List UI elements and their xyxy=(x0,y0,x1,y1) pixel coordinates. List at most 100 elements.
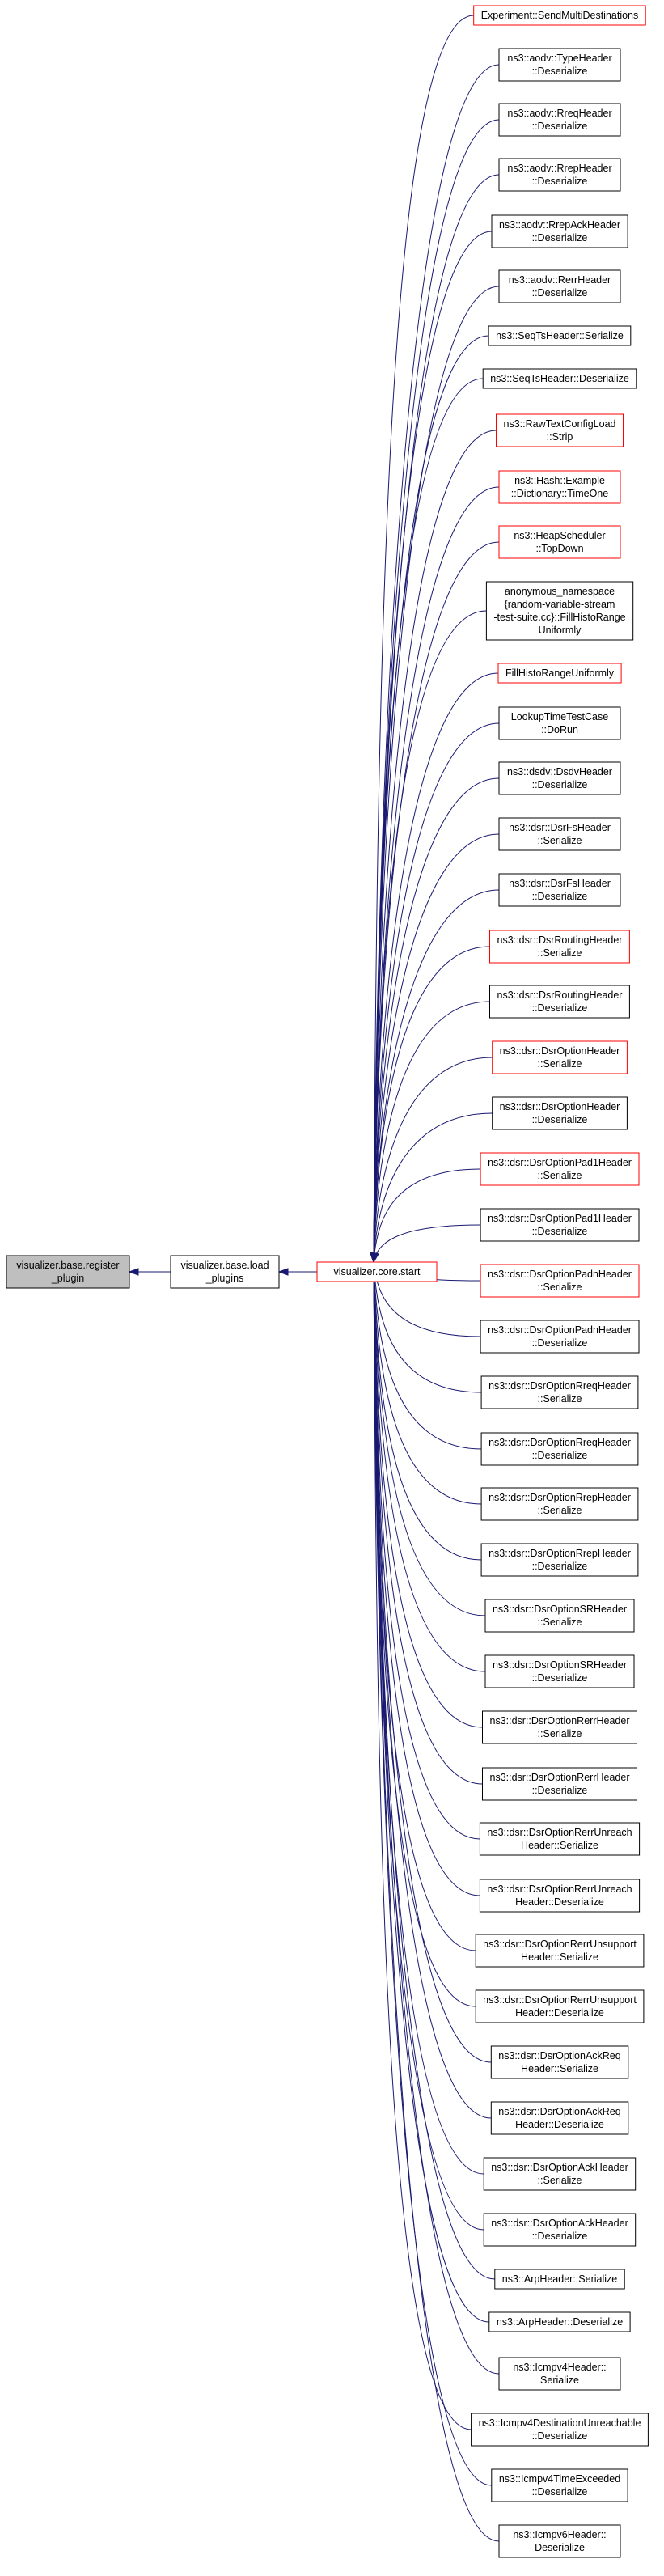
node-box xyxy=(488,325,632,346)
node-visualizer-base-register-plugin[interactable]: visualizer.base.register_plugin xyxy=(6,1255,130,1289)
node-ns3-hash-example-dictionary-timeone[interactable]: ns3::Hash::Example::Dictionary::TimeOne xyxy=(498,470,621,504)
node-ns3-dsr-dsroptionpad1header-serialize[interactable]: ns3::dsr::DsrOptionPad1Header::Serialize xyxy=(480,1152,640,1186)
node-label: ns3::dsr::DsrOptionRrepHeader xyxy=(488,1548,631,1559)
node-box xyxy=(498,158,621,192)
node-ns3-dsr-dsrfsheader-serialize[interactable]: ns3::dsr::DsrFsHeader::Serialize xyxy=(498,817,621,851)
node-box xyxy=(492,1040,628,1074)
node-ns3-dsr-dsroptionpadnheader-deserialize[interactable]: ns3::dsr::DsrOptionPadnHeader::Deseriali… xyxy=(480,1320,640,1354)
node-ns3-dsr-dsroptionackreq-header-serialize[interactable]: ns3::dsr::DsrOptionAckReqHeader::Seriali… xyxy=(490,2045,629,2079)
node-label: ::Deserialize xyxy=(532,2430,588,2442)
node-box xyxy=(498,761,621,795)
node-ns3-arpheader-serialize[interactable]: ns3::ArpHeader::Serialize xyxy=(494,2269,625,2290)
node-box xyxy=(489,930,630,964)
node-ns3-dsr-dsroptionrreqheader-deserialize[interactable]: ns3::dsr::DsrOptionRreqHeader::Deseriali… xyxy=(480,1432,639,1466)
node-label: ns3::dsr::DsrOptionAckReq xyxy=(498,2106,620,2117)
node-ns3-dsr-dsroptionrerrheader-deserialize[interactable]: ns3::dsr::DsrOptionRerrHeader::Deseriali… xyxy=(482,1767,637,1801)
node-visualizer-base-load-plugins[interactable]: visualizer.base.load_plugins xyxy=(170,1255,280,1289)
node-ns3-dsr-dsrroutingheader-serialize[interactable]: ns3::dsr::DsrRoutingHeader::Serialize xyxy=(489,930,630,964)
edge-caller-25-to-start xyxy=(373,1261,482,1393)
node-label: ns3::dsr::DsrOptionRerrHeader xyxy=(490,1715,630,1727)
node-box xyxy=(498,48,621,82)
node-ns3-dsr-dsrroutingheader-deserialize[interactable]: ns3::dsr::DsrRoutingHeader::Deserialize xyxy=(489,985,630,1019)
node-box xyxy=(497,663,622,684)
node-ns3-dsr-dsroptionpad1header-deserialize[interactable]: ns3::dsr::DsrOptionPad1Header::Deseriali… xyxy=(480,1208,640,1242)
node-ns3-dsr-dsroptionsrheader-deserialize[interactable]: ns3::dsr::DsrOptionSRHeader::Deserialize xyxy=(484,1654,635,1688)
node-anonymous-namespace-random-variable-stream-test-[interactable]: anonymous_namespace{random-variable-stre… xyxy=(485,581,634,641)
node-label: ::Deserialize xyxy=(532,891,588,902)
node-label: ns3::dsr::DsrOptionRerrUnsupport xyxy=(483,1938,637,1950)
edge-caller-2-to-start xyxy=(373,119,500,1263)
node-ns3-aodv-rreqheader-deserialize[interactable]: ns3::aodv::RreqHeader::Deserialize xyxy=(498,103,621,137)
node-box xyxy=(492,1096,628,1130)
node-ns3-dsr-dsroptionrrepheader-deserialize[interactable]: ns3::dsr::DsrOptionRrepHeader::Deseriali… xyxy=(480,1543,639,1577)
node-ns3-aodv-rerrheader-deserialize[interactable]: ns3::aodv::RerrHeader::Deserialize xyxy=(498,269,621,303)
node-experiment-sendmultidestinations[interactable]: Experiment::SendMultiDestinations xyxy=(473,5,646,26)
node-label: ns3::dsr::DsrOptionRrepHeader xyxy=(488,1492,631,1503)
edge-caller-12-to-start xyxy=(373,672,499,1263)
node-ns3-dsr-dsroptionackheader-serialize[interactable]: ns3::dsr::DsrOptionAckHeader::Serialize xyxy=(483,2157,637,2191)
node-ns3-dsdv-dsdvheader-deserialize[interactable]: ns3::dsdv::DsdvHeader::Deserialize xyxy=(498,761,621,795)
node-label: ns3::dsr::DsrFsHeader xyxy=(509,878,611,889)
node-visualizer-core-start[interactable]: visualizer.core.start xyxy=(316,1261,438,1282)
node-label: ns3::dsr::DsrOptionPadnHeader xyxy=(488,1324,632,1336)
node-ns3-seqtsheader-serialize[interactable]: ns3::SeqTsHeader::Serialize xyxy=(488,325,632,346)
node-box xyxy=(473,5,646,26)
node-box xyxy=(484,1599,635,1633)
node-ns3-dsr-dsroptionrerrunreach-header-deserialize[interactable]: ns3::dsr::DsrOptionRerrUnreachHeader::De… xyxy=(479,1879,641,1913)
node-box xyxy=(479,1879,641,1913)
node-ns3-dsr-dsroptionheader-deserialize[interactable]: ns3::dsr::DsrOptionHeader::Deserialize xyxy=(492,1096,628,1130)
edge-caller-15-to-start xyxy=(373,833,500,1263)
node-ns3-dsr-dsroptionpadnheader-serialize[interactable]: ns3::dsr::DsrOptionPadnHeader::Serialize xyxy=(480,1264,640,1298)
node-label: ::Deserialize xyxy=(532,2486,588,2498)
node-label: ::Serialize xyxy=(538,1505,582,1516)
edge-caller-29-to-start xyxy=(373,1261,486,1616)
node-lookuptimetestcase-dorun[interactable]: LookupTimeTestCase::DoRun xyxy=(498,706,621,740)
node-ns3-dsr-dsroptionrreqheader-serialize[interactable]: ns3::dsr::DsrOptionRreqHeader::Serialize xyxy=(480,1375,639,1409)
node-ns3-dsr-dsrfsheader-deserialize[interactable]: ns3::dsr::DsrFsHeader::Deserialize xyxy=(498,873,621,907)
node-ns3-aodv-typeheader-deserialize[interactable]: ns3::aodv::TypeHeader::Deserialize xyxy=(498,48,621,82)
node-label: ns3::Icmpv4Header:: xyxy=(513,2362,606,2373)
node-fillhistorangeuniformly[interactable]: FillHistoRangeUniformly xyxy=(497,663,622,684)
node-box xyxy=(485,581,634,641)
node-box xyxy=(498,103,621,137)
node-ns3-dsr-dsroptionheader-serialize[interactable]: ns3::dsr::DsrOptionHeader::Serialize xyxy=(492,1040,628,1074)
node-ns3-dsr-dsroptionackheader-deserialize[interactable]: ns3::dsr::DsrOptionAckHeader::Deserializ… xyxy=(483,2213,637,2247)
node-label: ns3::dsr::DsrOptionHeader xyxy=(500,1045,620,1057)
node-box xyxy=(491,2468,628,2502)
node-label: anonymous_namespace xyxy=(505,586,615,597)
node-box xyxy=(498,873,621,907)
node-label: ::Deserialize xyxy=(532,779,588,790)
node-ns3-dsr-dsroptionrerrunreach-header-serialize[interactable]: ns3::dsr::DsrOptionRerrUnreachHeader::Se… xyxy=(479,1822,641,1856)
node-label: ::Serialize xyxy=(538,1728,582,1739)
node-ns3-rawtextconfigload-strip[interactable]: ns3::RawTextConfigLoad::Strip xyxy=(496,413,624,447)
node-label: ::Deserialize xyxy=(532,287,588,299)
node-label: ::Deserialize xyxy=(532,1114,588,1125)
node-label: _plugin xyxy=(51,1273,84,1284)
node-ns3-icmpv4destinationunreachable-deserialize[interactable]: ns3::Icmpv4DestinationUnreachable::Deser… xyxy=(471,2413,649,2447)
node-ns3-dsr-dsroptionrerrunsupport-header-serialize[interactable]: ns3::dsr::DsrOptionRerrUnsupportHeader::… xyxy=(475,1934,645,1968)
node-ns3-aodv-rrepackheader-deserialize[interactable]: ns3::aodv::RrepAckHeader::Deserialize xyxy=(491,214,628,248)
node-label: ns3::Icmpv6Header:: xyxy=(513,2529,606,2540)
node-label: ::Deserialize xyxy=(532,1785,588,1796)
node-ns3-aodv-rrepheader-deserialize[interactable]: ns3::aodv::RrepHeader::Deserialize xyxy=(498,158,621,192)
node-label: ::Serialize xyxy=(538,835,582,846)
node-ns3-dsr-dsroptionsrheader-serialize[interactable]: ns3::dsr::DsrOptionSRHeader::Serialize xyxy=(484,1599,635,1633)
node-ns3-icmpv4timeexceeded-deserialize[interactable]: ns3::Icmpv4TimeExceeded::Deserialize xyxy=(491,2468,628,2502)
node-ns3-dsr-dsroptionrrepheader-serialize[interactable]: ns3::dsr::DsrOptionRrepHeader::Serialize xyxy=(480,1487,639,1521)
node-box xyxy=(498,2524,621,2558)
node-label: ::Serialize xyxy=(538,1170,582,1181)
node-ns3-arpheader-deserialize[interactable]: ns3::ArpHeader::Deserialize xyxy=(488,2311,631,2332)
node-label: ns3::dsr::DsrRoutingHeader xyxy=(497,989,623,1001)
node-label: ::Serialize xyxy=(538,2175,582,2186)
node-ns3-heapscheduler-topdown[interactable]: ns3::HeapScheduler::TopDown xyxy=(498,525,621,559)
node-ns3-dsr-dsroptionackreq-header-deserialize[interactable]: ns3::dsr::DsrOptionAckReqHeader::Deseria… xyxy=(490,2101,629,2135)
node-ns3-icmpv6header-deserialize[interactable]: ns3::Icmpv6Header::Deserialize xyxy=(498,2524,621,2558)
edge-caller-8-to-start xyxy=(373,430,497,1263)
node-box xyxy=(480,1432,639,1466)
node-ns3-seqtsheader-deserialize[interactable]: ns3::SeqTsHeader::Deserialize xyxy=(482,368,637,389)
node-ns3-dsr-dsroptionrerrunsupport-header-deserializ[interactable]: ns3::dsr::DsrOptionRerrUnsupportHeader::… xyxy=(475,1989,645,2023)
node-ns3-dsr-dsroptionrerrheader-serialize[interactable]: ns3::dsr::DsrOptionRerrHeader::Serialize xyxy=(482,1710,637,1744)
node-ns3-icmpv4header-serialize[interactable]: ns3::Icmpv4Header::Serialize xyxy=(498,2357,621,2391)
edge-caller-26-to-start xyxy=(373,1261,482,1450)
node-box xyxy=(480,1264,640,1298)
